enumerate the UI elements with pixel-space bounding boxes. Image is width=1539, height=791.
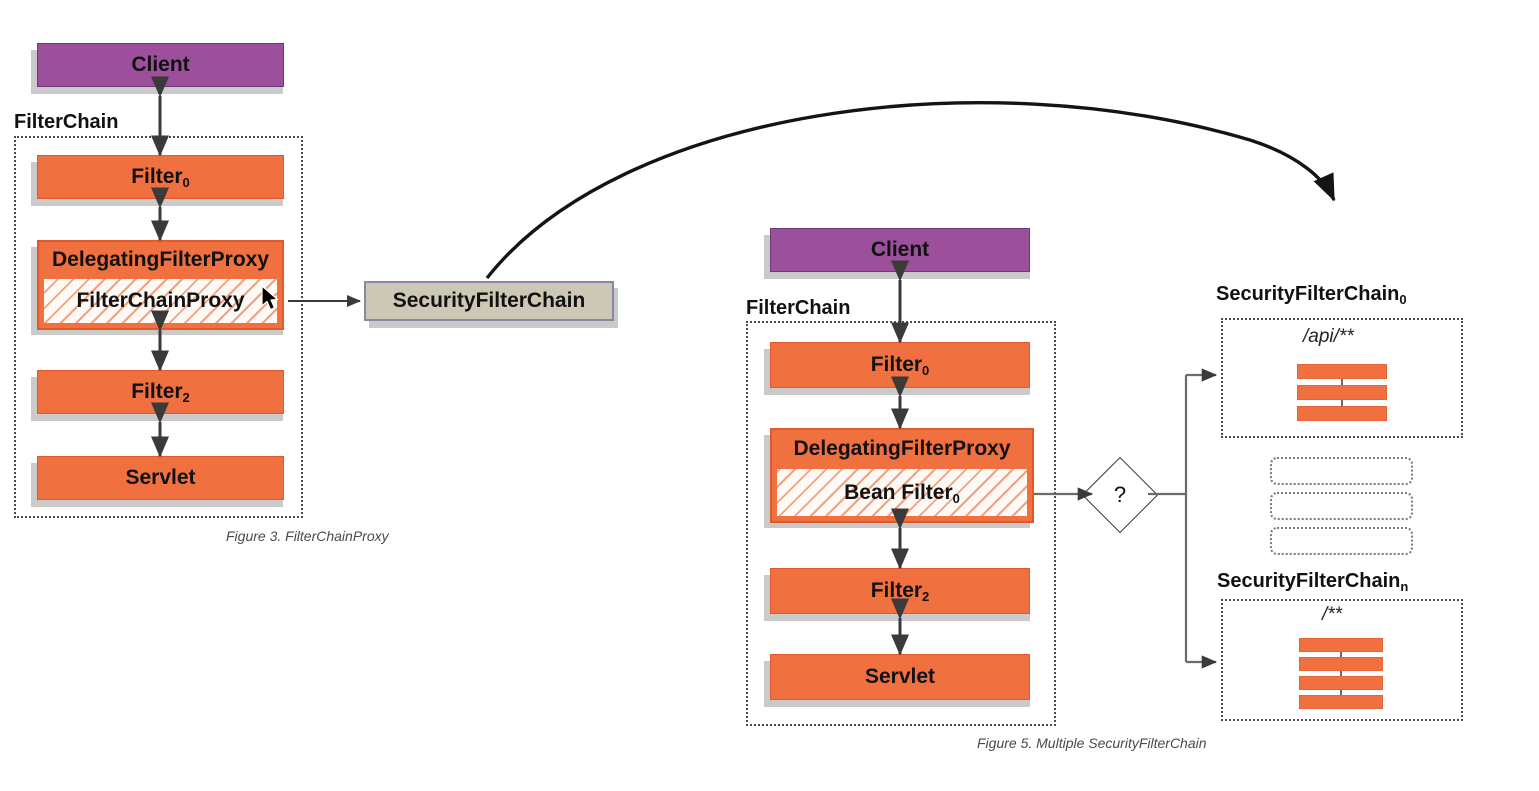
fig3-filter0-label: Filter0 (131, 164, 190, 191)
fig3-filterchain-group-label: FilterChain (14, 111, 119, 133)
fig3-security-filter-chain-label: SecurityFilterChain (392, 288, 586, 312)
fig3-filter2-box[interactable]: Filter2 (37, 370, 284, 414)
fig5-filter2-label: Filter2 (870, 578, 930, 605)
fig3-servlet-label: Servlet (125, 465, 196, 489)
fig3-filter2-label: Filter2 (131, 379, 190, 406)
fig5-chainn-bar-3 (1299, 676, 1383, 690)
fig5-decision-diamond[interactable]: ? (1081, 456, 1159, 534)
fig3-servlet-box[interactable]: Servlet (37, 456, 284, 500)
fig5-chain0-bar-2 (1297, 385, 1387, 400)
fig3-delegating-proxy-label: DelegatingFilterProxy (51, 248, 270, 271)
fig5-chain0-group (1221, 318, 1463, 438)
fig5-chain0-pattern: /api/** (1303, 326, 1354, 347)
fig5-caption: Figure 5. Multiple SecurityFilterChain (977, 735, 1207, 751)
fig5-servlet-label: Servlet (864, 664, 936, 688)
fig3-filter-chain-proxy-label: FilterChainProxy (76, 289, 245, 312)
fig5-filter0-label: Filter0 (870, 352, 930, 379)
fig3-client-box[interactable]: Client (37, 43, 284, 87)
fig5-chainn-filter-stack (1299, 638, 1383, 710)
fig5-placeholder-row-1 (1270, 457, 1413, 485)
fig5-servlet-box[interactable]: Servlet (770, 654, 1030, 700)
fig5-client-box[interactable]: Client (770, 228, 1030, 272)
fig5-chainn-bar-2 (1299, 657, 1383, 671)
fig5-filter2-box[interactable]: Filter2 (770, 568, 1030, 614)
fig5-bean-filter-box[interactable]: Bean Filter0 (776, 468, 1028, 517)
fig5-connector-decision-branches (1148, 368, 1218, 669)
fig5-filter0-box[interactable]: Filter0 (770, 342, 1030, 388)
fig5-chain0-bar-3 (1297, 406, 1387, 421)
fig5-delegating-filter-proxy-box[interactable]: DelegatingFilterProxy Bean Filter0 (770, 428, 1034, 523)
fig5-chainn-title: SecurityFilterChainn (1217, 570, 1409, 595)
fig5-placeholder-row-3 (1270, 527, 1413, 555)
fig3-client-label: Client (131, 52, 190, 76)
fig5-chain0-title: SecurityFilterChain0 (1216, 283, 1407, 308)
fig5-decision-label: ? (1113, 482, 1127, 507)
fig3-filter0-box[interactable]: Filter0 (37, 155, 284, 199)
fig5-chain0-bar-1 (1297, 364, 1387, 379)
fig5-chainn-pattern: /** (1322, 604, 1343, 625)
fig3-filter-chain-proxy-box[interactable]: FilterChainProxy (43, 278, 278, 324)
fig3-security-filter-chain-box[interactable]: SecurityFilterChain (364, 281, 614, 321)
fig5-chainn-bar-1 (1299, 638, 1383, 652)
fig5-chainn-bar-4 (1299, 695, 1383, 709)
fig5-chainn-spine (1340, 642, 1342, 706)
fig5-filterchain-group-label: FilterChain (746, 297, 851, 319)
fig5-chainn-group (1221, 599, 1463, 721)
fig5-client-label: Client (870, 237, 930, 261)
fig5-delegating-proxy-label: DelegatingFilterProxy (793, 437, 1011, 460)
fig5-placeholder-row-2 (1270, 492, 1413, 520)
fig3-delegating-filter-proxy-box[interactable]: DelegatingFilterProxy FilterChainProxy (37, 240, 284, 330)
fig5-bean-filter-label: Bean Filter0 (844, 480, 960, 506)
fig5-chain0-filter-stack (1297, 364, 1387, 421)
fig3-caption: Figure 3. FilterChainProxy (226, 528, 389, 544)
